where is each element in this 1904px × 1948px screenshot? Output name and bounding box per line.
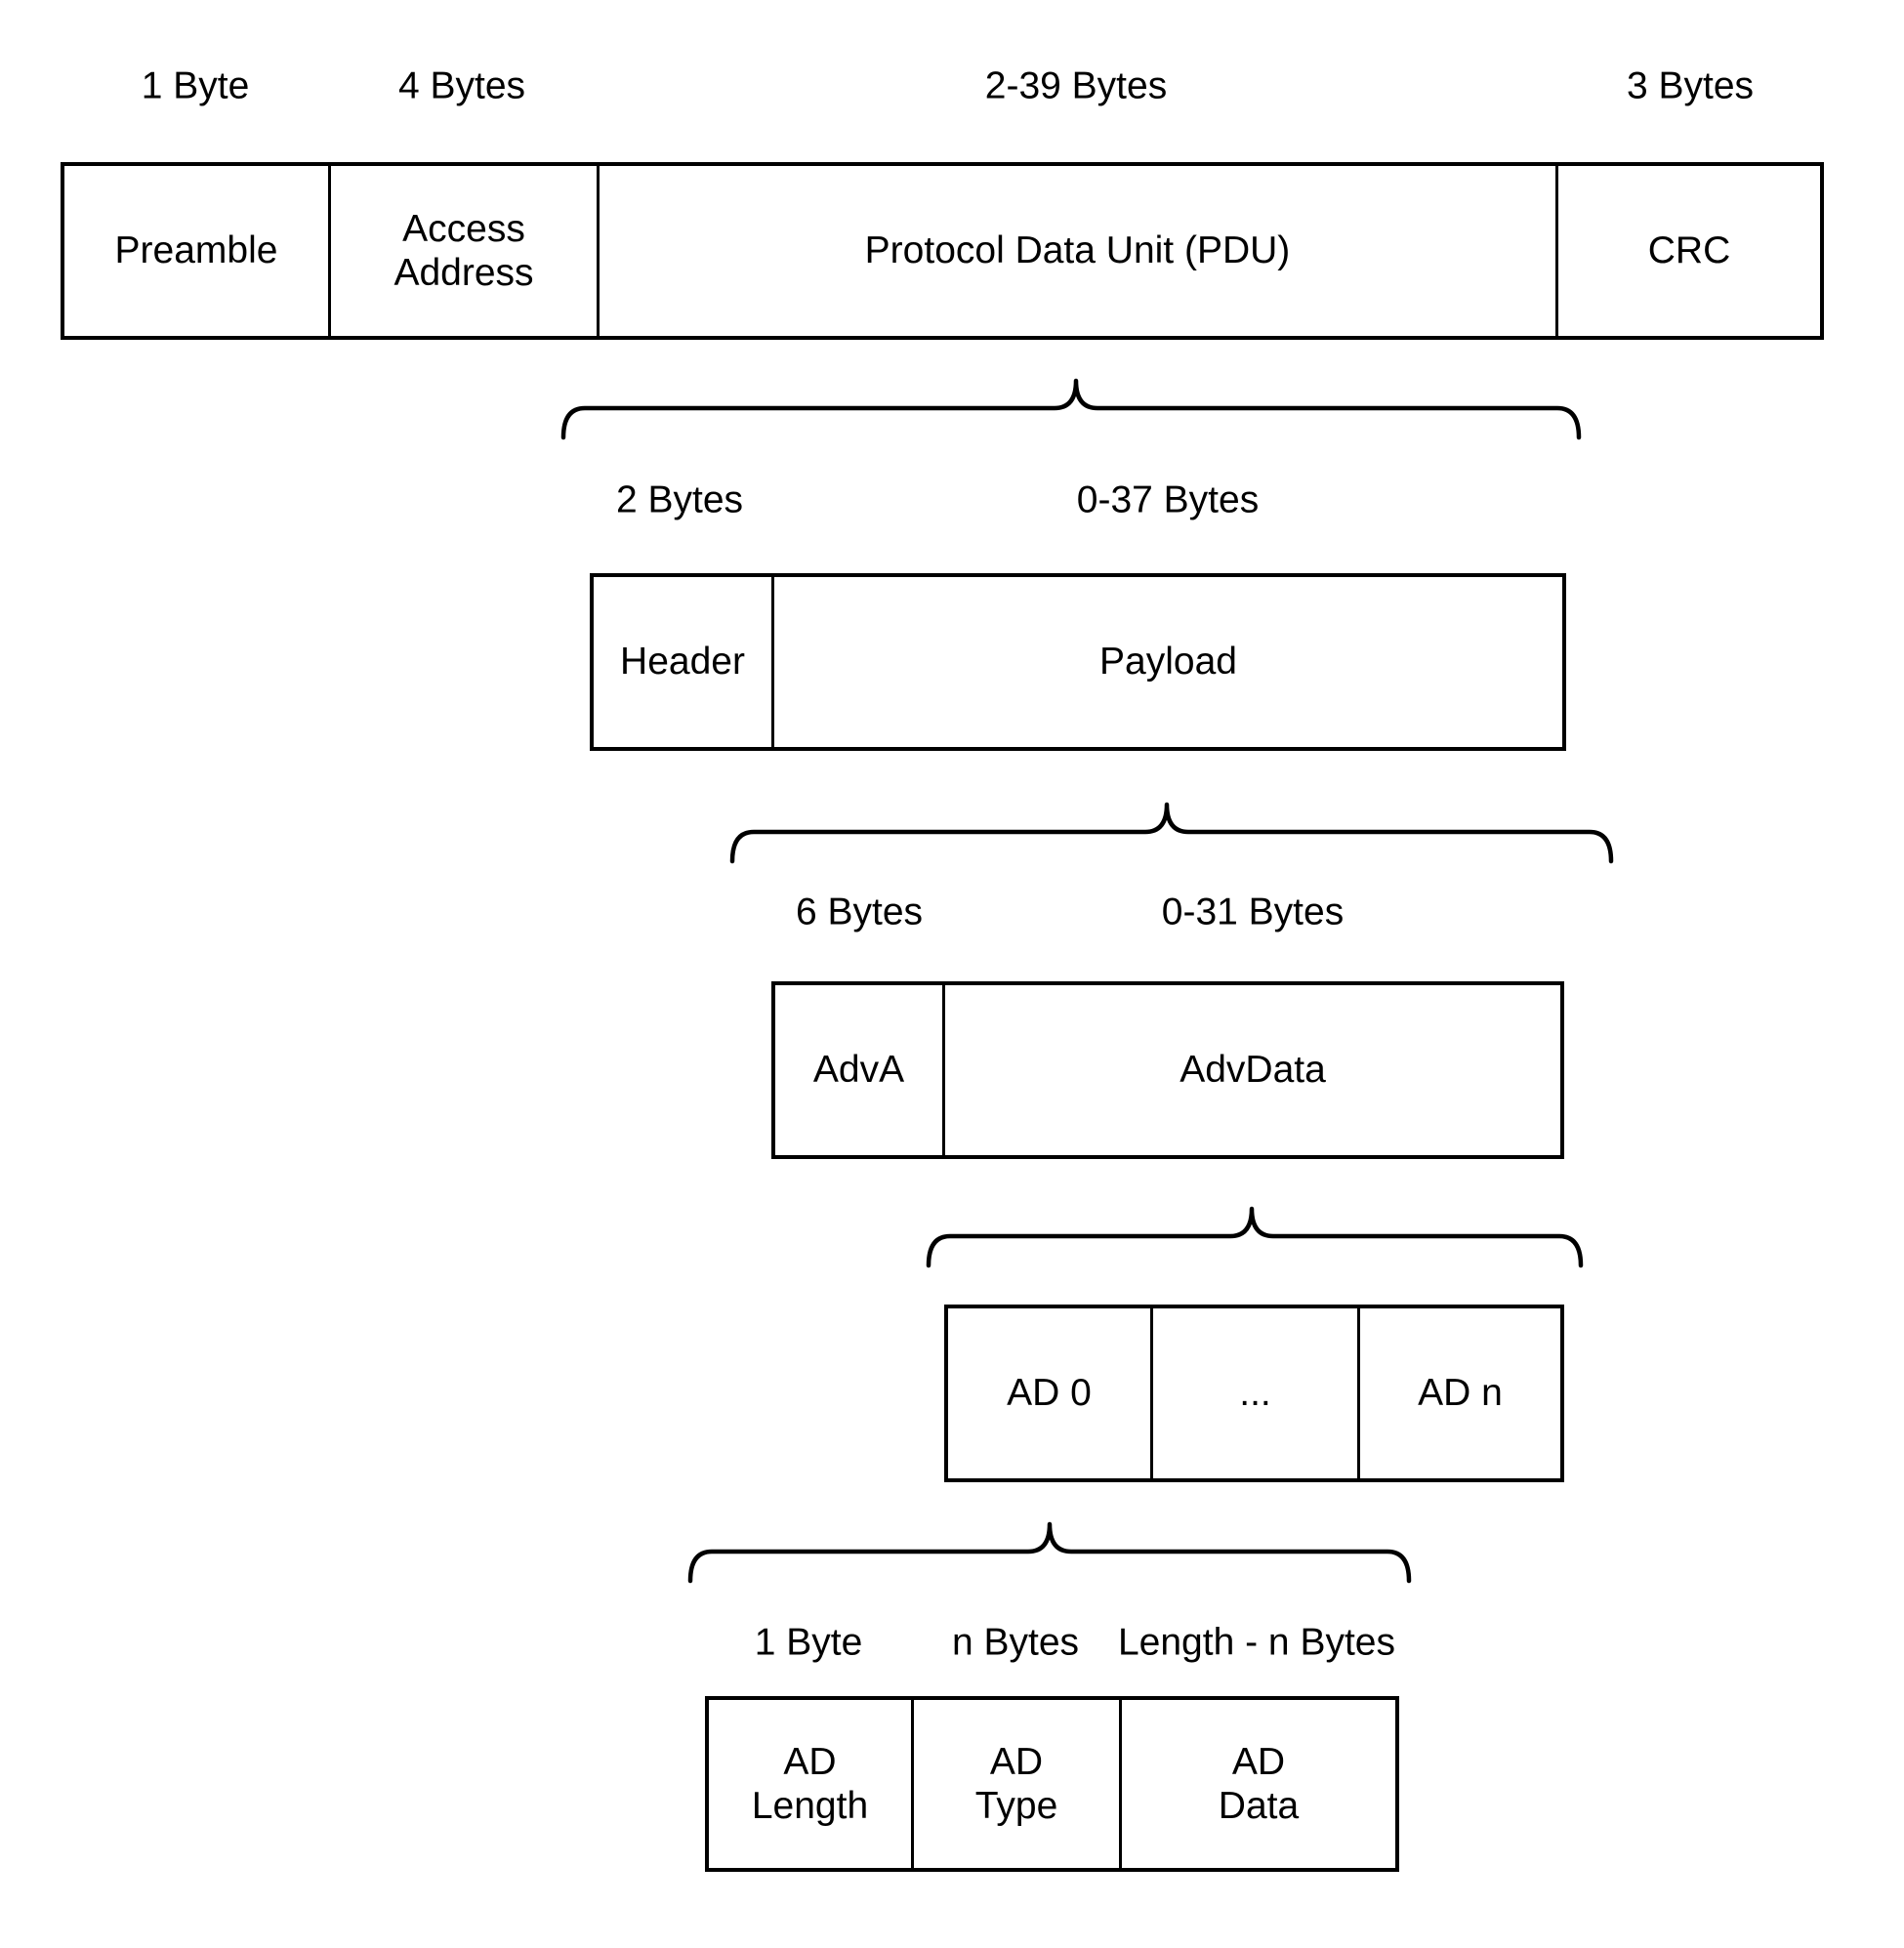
size-label-pdu: 2-39 Bytes (984, 64, 1168, 107)
cell-payload: Payload (771, 577, 1562, 747)
cell-ad-length: AD Length (751, 1740, 869, 1827)
cell-ad-0: AD 0 (1007, 1372, 1092, 1415)
size-label-ad-length: 1 Byte (754, 1621, 863, 1664)
brace-ad0-expansion (687, 1521, 1412, 1584)
ad-structure-row: AD Length AD Type AD Data (705, 1696, 1399, 1872)
size-label-ad-data: Length - n Bytes (1117, 1621, 1396, 1664)
size-label-adva: 6 Bytes (795, 891, 924, 933)
size-label-header: 2 Bytes (615, 478, 744, 521)
size-label-access-address: 4 Bytes (397, 64, 526, 107)
cell-ad-n: AD n (1357, 1308, 1560, 1478)
size-label-preamble: 1 Byte (141, 64, 250, 107)
cell-ad-ellipsis: ... (1150, 1308, 1357, 1478)
cell-access-address: Access Address (328, 166, 597, 336)
size-label-payload: 0-37 Bytes (1076, 478, 1260, 521)
cell-advdata: AdvData (942, 985, 1560, 1155)
cell-adva: AdvA (812, 1049, 905, 1092)
cell-header: Header (620, 641, 745, 684)
size-label-ad-type: n Bytes (951, 1621, 1080, 1664)
advdata-row: AD 0 ... AD n (944, 1305, 1564, 1482)
packet-row: Preamble Access Address Protocol Data Un… (61, 162, 1824, 340)
brace-payload-expansion (729, 802, 1614, 864)
cell-crc: CRC (1555, 166, 1820, 336)
payload-row: AdvA AdvData (771, 981, 1564, 1159)
pdu-row: Header Payload (590, 573, 1566, 751)
cell-ad-data: AD Data (1119, 1700, 1395, 1868)
brace-pdu-expansion (560, 378, 1582, 440)
cell-preamble: Preamble (114, 229, 278, 272)
brace-advdata-expansion (926, 1206, 1584, 1268)
cell-ad-type: AD Type (911, 1700, 1119, 1868)
cell-pdu: Protocol Data Unit (PDU) (597, 166, 1555, 336)
size-label-crc: 3 Bytes (1626, 64, 1755, 107)
size-label-advdata: 0-31 Bytes (1161, 891, 1345, 933)
